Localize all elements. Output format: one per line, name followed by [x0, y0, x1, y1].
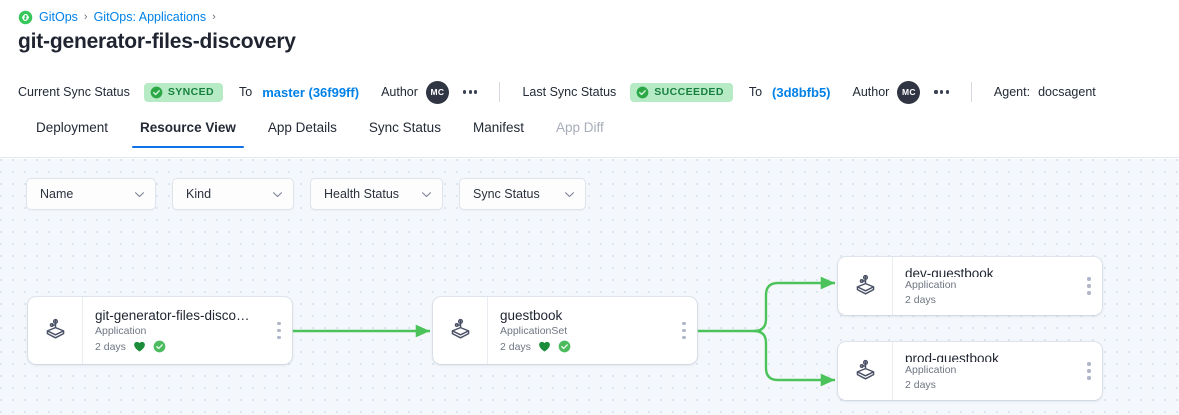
last-sync-status-badge[interactable]: SUCCEEDED [630, 82, 733, 102]
graph-node-body: guestbook ApplicationSet 2 days [487, 297, 671, 364]
page-title: git-generator-files-discovery [18, 30, 296, 53]
synced-check-icon [150, 86, 163, 99]
tab-app-details[interactable]: App Details [267, 120, 337, 135]
breadcrumb-item-gitops-applications[interactable]: GitOps: Applications [93, 10, 207, 24]
filter-sync-status-dropdown[interactable]: Sync Status [459, 178, 586, 210]
tab-deployment[interactable]: Deployment [36, 120, 109, 135]
filter-bar: Name Kind Health Status Sync Status [26, 178, 586, 210]
tab-sync-status[interactable]: Sync Status [368, 120, 441, 135]
graph-node-more-menu[interactable] [266, 297, 292, 364]
current-sync-more-menu[interactable] [462, 90, 478, 94]
healthy-heart-icon [538, 340, 551, 353]
status-bar: Current Sync Status SYNCED To master (36… [0, 72, 1179, 112]
current-to-label: To [239, 85, 253, 99]
divider [499, 82, 501, 102]
graph-node-guestbook[interactable]: guestbook ApplicationSet 2 days [433, 297, 697, 364]
graph-node-title: git-generator-files-disco… [95, 308, 250, 323]
tab-bar: Deployment Resource View App Details Syn… [0, 118, 1179, 158]
graph-node-meta: 2 days [500, 340, 671, 353]
filter-kind-label: Kind [186, 187, 212, 201]
graph-node-title: prod-guestbook [905, 351, 999, 362]
argo-application-icon [28, 297, 82, 364]
graph-node-dev-guestbook[interactable]: dev-guestbook Application 2 days [838, 257, 1102, 315]
synced-check-icon [153, 340, 166, 353]
healthy-heart-icon [133, 340, 146, 353]
filter-name-dropdown[interactable]: Name [26, 178, 156, 210]
breadcrumb: GitOps › GitOps: Applications › [18, 9, 216, 25]
current-sync-status-badge-label: SYNCED [167, 86, 215, 98]
current-author-label: Author [381, 85, 418, 99]
argo-application-icon [838, 342, 892, 400]
argo-application-icon [838, 257, 892, 315]
graph-node-meta: 2 days [905, 379, 1076, 391]
last-sync-status-badge-label: SUCCEEDED [654, 86, 724, 98]
graph-node-age: 2 days [905, 379, 936, 391]
graph-node-age: 2 days [95, 340, 126, 353]
last-sync-more-menu[interactable] [934, 90, 949, 94]
graph-node-more-menu[interactable] [671, 297, 697, 364]
graph-node-git-generator-files-discovery[interactable]: git-generator-files-disco… Application 2… [28, 297, 292, 364]
synced-check-icon [558, 340, 571, 353]
succeeded-check-icon [636, 86, 649, 99]
filter-health-status-label: Health Status [324, 187, 400, 201]
tab-resource-view[interactable]: Resource View [124, 118, 252, 148]
chevron-down-icon [272, 187, 283, 201]
breadcrumb-item-gitops[interactable]: GitOps [39, 10, 78, 24]
avatar-last-sync[interactable]: MC [897, 80, 921, 104]
chevron-down-icon [564, 187, 575, 201]
graph-node-title: guestbook [500, 308, 563, 323]
graph-node-age: 2 days [905, 294, 936, 306]
graph-node-more-menu[interactable] [1076, 257, 1102, 315]
current-sync-status-badge[interactable]: SYNCED [143, 82, 224, 102]
avatar[interactable]: MC [425, 80, 449, 104]
agent-value: docsagent [1038, 85, 1096, 99]
graph-node-title: dev-guestbook [905, 266, 994, 277]
graph-node-meta: 2 days [905, 294, 1076, 306]
graph-node-kind: Application [905, 279, 957, 291]
current-sync-status-label: Current Sync Status [18, 85, 130, 99]
graph-node-kind: Application [95, 325, 147, 337]
gitops-link-icon [18, 10, 33, 25]
graph-node-body: prod-guestbook Application 2 days [892, 342, 1076, 400]
graph-node-body: git-generator-files-disco… Application 2… [82, 297, 266, 364]
graph-node-kind: Application [905, 364, 957, 376]
breadcrumb-separator-2: › [212, 11, 216, 23]
tab-app-diff: App Diff [555, 120, 604, 135]
resource-graph-canvas[interactable]: Name Kind Health Status Sync Status [0, 159, 1179, 415]
last-to-label: To [748, 85, 763, 99]
last-sync-status-label: Last Sync Status [522, 85, 617, 99]
current-revision-link[interactable]: master (36f99ff) [262, 84, 360, 100]
last-author-label: Author [852, 85, 890, 99]
last-revision-link[interactable]: (3d8bfb5) [772, 84, 831, 100]
graph-node-meta: 2 days [95, 340, 266, 353]
breadcrumb-separator: › [83, 11, 88, 23]
chevron-down-icon [421, 187, 432, 201]
tab-manifest[interactable]: Manifest [472, 120, 524, 135]
filter-health-status-dropdown[interactable]: Health Status [310, 178, 443, 210]
divider-2 [970, 82, 972, 102]
argo-application-icon [433, 297, 487, 364]
graph-node-body: dev-guestbook Application 2 days [892, 257, 1076, 315]
agent-label: Agent: [993, 85, 1031, 99]
filter-sync-status-label: Sync Status [473, 187, 540, 201]
filter-kind-dropdown[interactable]: Kind [172, 178, 294, 210]
graph-node-prod-guestbook[interactable]: prod-guestbook Application 2 days [838, 342, 1102, 400]
filter-name-label: Name [40, 187, 74, 201]
graph-node-age: 2 days [500, 340, 531, 353]
chevron-down-icon [134, 187, 145, 201]
graph-node-kind: ApplicationSet [500, 325, 568, 337]
graph-node-more-menu[interactable] [1076, 342, 1102, 400]
